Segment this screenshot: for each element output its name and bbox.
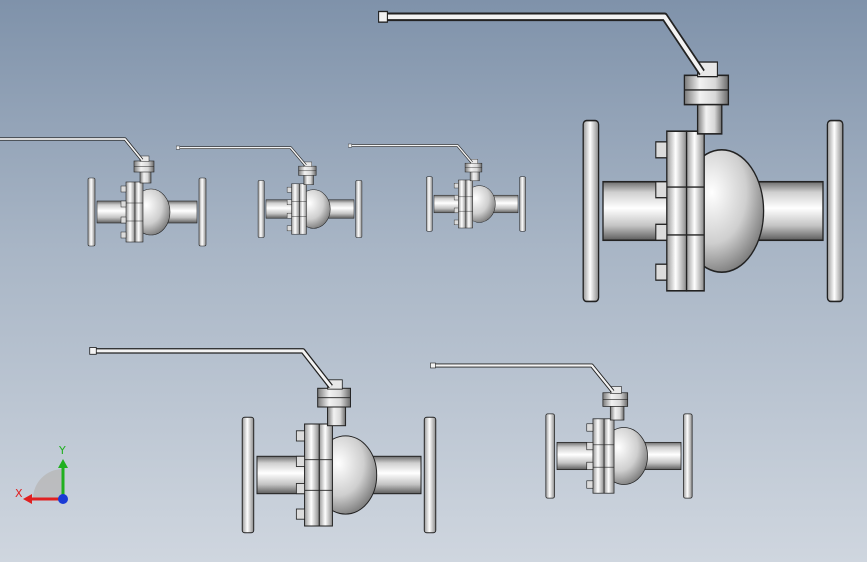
valve-model-5[interactable] bbox=[90, 348, 436, 533]
z-axis-dot bbox=[58, 494, 68, 504]
valve-model-4[interactable] bbox=[379, 11, 843, 301]
x-axis-arrowhead bbox=[23, 494, 32, 504]
view-orientation-quadrant bbox=[33, 469, 63, 499]
y-axis-label: Y bbox=[58, 444, 66, 457]
coordinate-triad: X Y bbox=[15, 444, 68, 504]
valve-model-1[interactable] bbox=[0, 135, 208, 248]
valve-model-6[interactable] bbox=[431, 363, 693, 498]
y-axis-arrowhead bbox=[58, 459, 68, 468]
valve-model-3[interactable] bbox=[346, 142, 527, 233]
x-axis-label: X bbox=[15, 487, 23, 500]
